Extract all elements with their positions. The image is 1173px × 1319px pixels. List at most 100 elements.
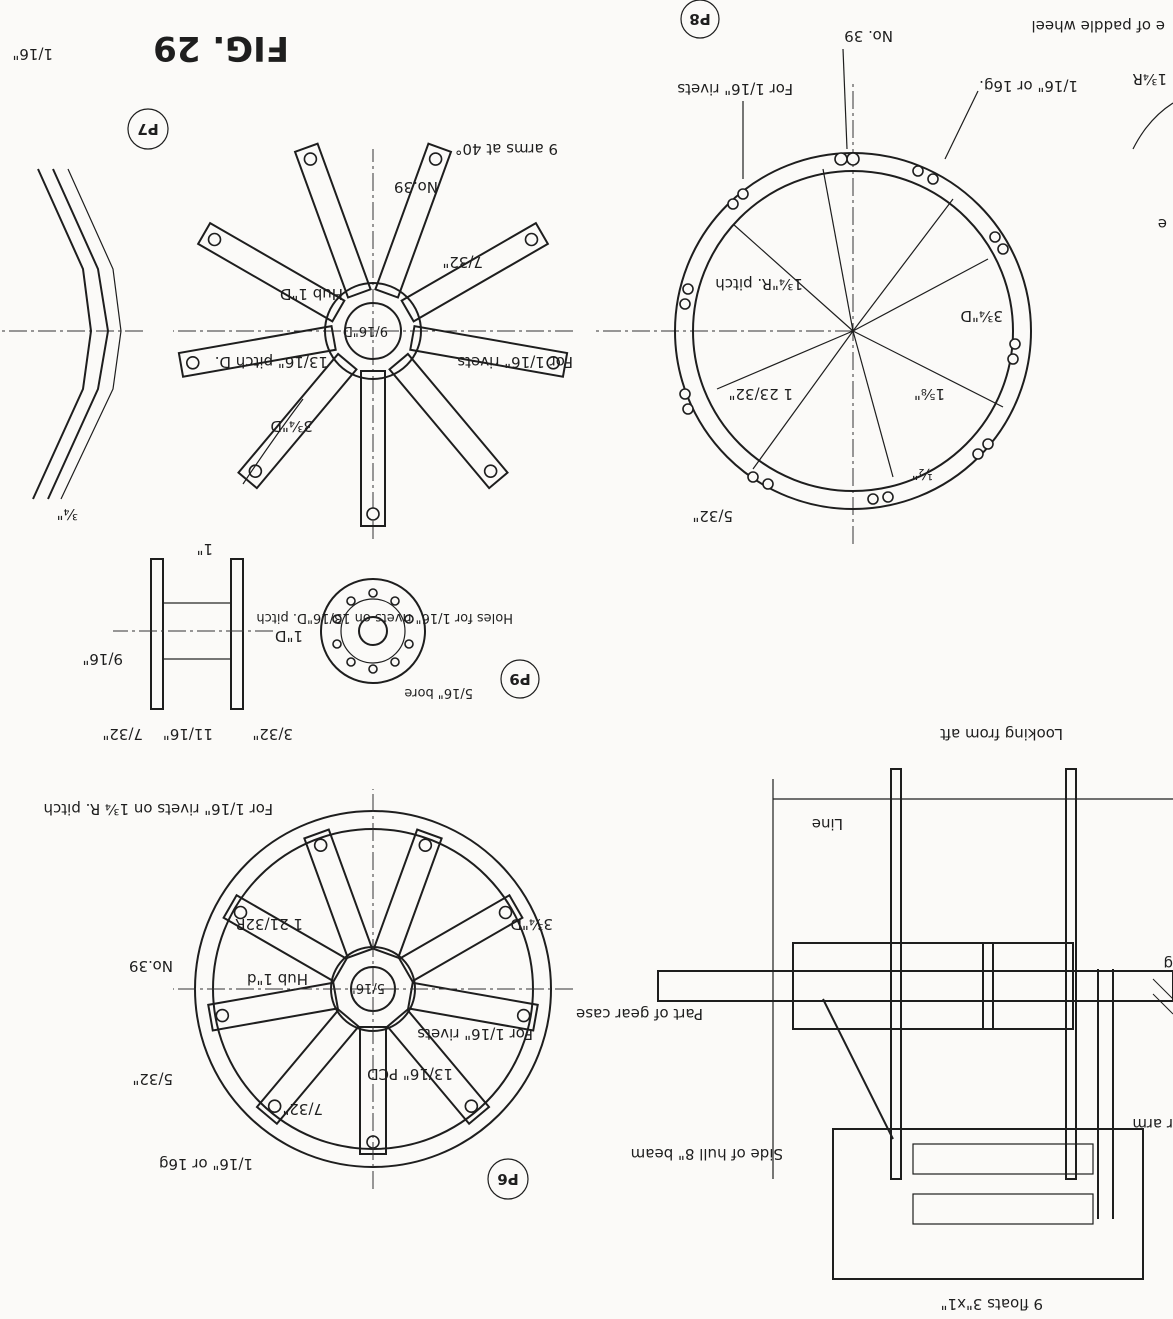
p8-d158-label: 1⅝" (914, 385, 945, 403)
p7-arm (409, 324, 569, 378)
p8-d334-label: 3¾"D (960, 307, 1003, 325)
p7-arm-rivet (428, 152, 443, 166)
p7-side-116: 1/16" (12, 45, 53, 63)
assembly-float-bar-b (912, 1143, 1094, 1175)
p7-arm (196, 221, 346, 323)
p7-arms-label: 9 arms at 40° (455, 140, 558, 158)
p9-d732-label: 7/32" (102, 725, 143, 743)
p7-arm (237, 352, 358, 490)
p8-radial-lines (716, 168, 1004, 478)
p6-spoke (207, 981, 339, 1032)
p7-arm-rivet (303, 152, 318, 166)
assembly-shaft (657, 970, 1173, 1002)
p9-pitch-circle (340, 598, 406, 664)
p7-arm (388, 352, 509, 490)
p9-bore (358, 616, 388, 646)
p7-arms (177, 142, 569, 527)
p7-rivets-label: For 1/16" rivets (457, 353, 573, 371)
p6-tag: P6 (497, 1170, 518, 1188)
p7-pitch-label: 13/16" pitch D. (215, 353, 328, 371)
figure-title: FIG. 29 (153, 28, 289, 68)
p6-spoke-rivet (418, 838, 433, 853)
p7-spider-view: P7 9 arms at 40° No.39 7/32" Hub 1"D 9/1… (127, 108, 573, 539)
p7-arm-rivet (207, 232, 222, 247)
p9-d916-label: 9/16" (82, 650, 123, 668)
assembly-float-bar-a (912, 1193, 1094, 1225)
p6-spoke-rivet (215, 1008, 230, 1023)
p8-rivets (679, 152, 1021, 505)
p6-d2132-label: 1 21/32R (235, 915, 303, 933)
p8-d12-label: ½" (912, 465, 933, 483)
p6-rivets-label: For 1/16" rivets on 1¾ R. pitch (43, 800, 273, 818)
p6-d532-label: 5/32" (132, 1070, 173, 1088)
fragment-e: e (1158, 215, 1167, 233)
p9-holes-label: Holes for 1/16" rivets on 13/16"D. pitch (256, 610, 513, 625)
p7-side-34: ¾" (57, 505, 78, 523)
p6-hub-label: Hub 1"d (247, 970, 308, 988)
p9-side-flange-left (230, 558, 244, 710)
p7-arm (177, 324, 337, 378)
p6-spoke (386, 1008, 491, 1126)
p9-side-flange-right (150, 558, 164, 710)
assembly-view: Looking from aft Line Part of gear case … (576, 725, 1173, 1313)
assembly-line-label: Line (812, 815, 843, 833)
p9-d332-label: 3/32" (252, 725, 293, 743)
p8-d12332-label: 1 23/32" (729, 385, 793, 403)
p7-hub-bore (344, 302, 402, 360)
assembly-looking-label: Looking from aft (940, 725, 1063, 743)
p9-tag: P9 (509, 670, 530, 688)
p6-pcd-label: 13/16" PCD (367, 1065, 453, 1083)
p8-tag: P8 (689, 10, 710, 28)
p9-flange (320, 578, 426, 684)
p7-bore-label: 9/16"D (343, 323, 388, 338)
p6-d334-label: 3¾"D (510, 915, 553, 933)
p6-spoke-rivet (516, 1008, 531, 1023)
p6-spoke-rivet (267, 1099, 282, 1114)
fragment-r: 1¾R (1132, 70, 1167, 88)
p6-tag-circle (487, 1158, 529, 1200)
p9-d1-label: 1" (197, 540, 213, 558)
p6-d732-label: 7/32" (282, 1100, 323, 1118)
p6-wheel-view: P6 For 1/16" rivets on 1¾ R. pitch No.39… (43, 789, 573, 1200)
p6-spoke-rivet (498, 905, 513, 920)
p7-d334-label: 3¾"D (270, 417, 313, 435)
p6-spoke (255, 1008, 360, 1126)
p7-arm (400, 221, 550, 323)
p9-hub-view: P9 Holes for 1/16" rivets on 13/16"D. pi… (82, 540, 540, 743)
assembly-hub-left (982, 942, 1074, 1030)
p7-arm (360, 370, 386, 527)
p8-inner-ring (692, 170, 1014, 492)
p7-d732-label: 7/32" (442, 253, 483, 271)
p6-spoke-rivet (233, 905, 248, 920)
p9-holes (332, 588, 414, 674)
assembly-hatch-a (1152, 993, 1173, 1015)
p6-gauge-label: 1/16" or 16g (159, 1155, 253, 1173)
assembly-brace (822, 998, 894, 1140)
p6-spoke (303, 828, 374, 960)
assembly-float-box (832, 1128, 1144, 1280)
p7-arm (374, 142, 453, 299)
assembly-floats-label: 9 floats 3"x1" (941, 1295, 1043, 1313)
p8-rivets-label: For 1/16" rivets (677, 80, 793, 98)
p7-hub-outer (324, 282, 422, 380)
assembly-g-label: g (1163, 955, 1173, 973)
assembly-gear-case (792, 942, 994, 1030)
p7-side-view: 1/16" ¾" (0, 45, 143, 523)
p6-spoke (372, 828, 443, 960)
p6-bore-label: 5/16" (350, 980, 385, 995)
p8-no39-leader (842, 48, 848, 150)
p7-side-profile-a (47, 168, 110, 500)
p6-spoke (407, 981, 539, 1032)
assembly-disc-right (890, 768, 902, 1180)
p8-gauge-label: 1/16" or 16g. (979, 77, 1078, 95)
p7-tag-circle (127, 108, 169, 150)
assembly-arm-label: r arm (1132, 1115, 1173, 1133)
assembly-arm (1097, 969, 1114, 1219)
p7-no39-label: No.39 (394, 178, 438, 196)
p6-spoke (398, 893, 524, 983)
p7-d334-arc (242, 398, 304, 485)
p6-spoke-rivet (313, 838, 328, 853)
